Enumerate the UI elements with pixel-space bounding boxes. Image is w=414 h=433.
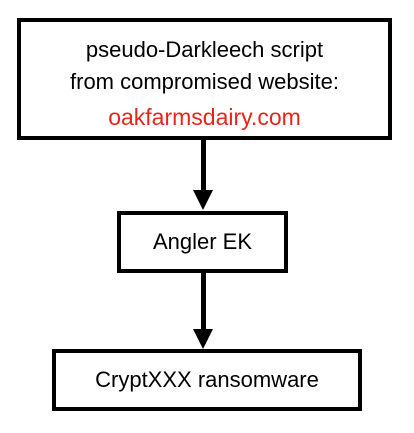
- ransomware-box: CryptXXX ransomware: [52, 349, 362, 411]
- source-website-box: pseudo-Darkleech script from compromised…: [17, 18, 392, 140]
- arrow-down-icon: [193, 190, 213, 210]
- source-line-2: from compromised website:: [70, 69, 339, 94]
- arrow-down-icon: [193, 329, 213, 349]
- arrow-connector-1: [201, 140, 206, 192]
- ransomware-label: CryptXXX ransomware: [95, 367, 319, 392]
- exploit-kit-box: Angler EK: [117, 211, 288, 273]
- exploit-kit-label: Angler EK: [152, 229, 253, 254]
- compromised-website-url: oakfarmsdairy.com: [108, 104, 301, 130]
- source-line-1: pseudo-Darkleech script: [85, 37, 324, 62]
- arrow-connector-2: [201, 273, 206, 330]
